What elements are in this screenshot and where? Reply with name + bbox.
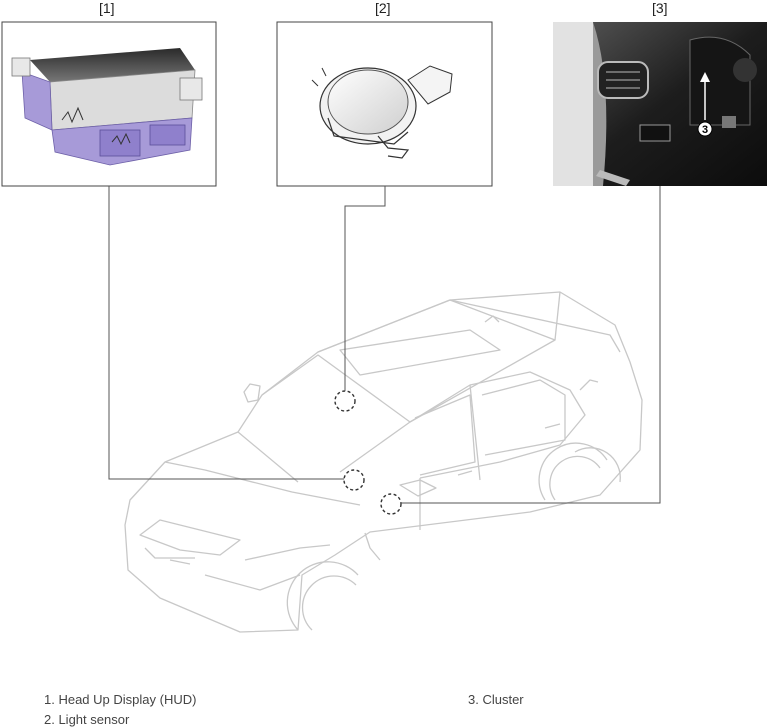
- legend-item-cluster: 3. Cluster: [468, 692, 524, 707]
- callout-label-1: [1]: [99, 0, 115, 16]
- leader-lines: [108, 186, 661, 504]
- light-sensor-illustration: [276, 21, 493, 187]
- callout-label-3: [3]: [652, 0, 668, 16]
- leader-line-hud: [108, 186, 344, 480]
- legend-item-light-sensor: 2. Light sensor: [44, 712, 130, 727]
- callout-label-2: [2]: [375, 0, 391, 16]
- hud-illustration: [1, 21, 217, 187]
- legend-item-hud: 1. Head Up Display (HUD): [44, 692, 197, 707]
- leader-line-cluster: [401, 186, 661, 504]
- marker-light-sensor: [334, 390, 356, 412]
- car-outline: [124, 291, 643, 633]
- marker-hud: [343, 469, 365, 491]
- marker-cluster: [380, 493, 402, 515]
- cluster-photo: 3: [553, 22, 767, 186]
- cluster-marker-number: 3: [702, 124, 708, 136]
- leader-line-light-sensor: [344, 186, 386, 391]
